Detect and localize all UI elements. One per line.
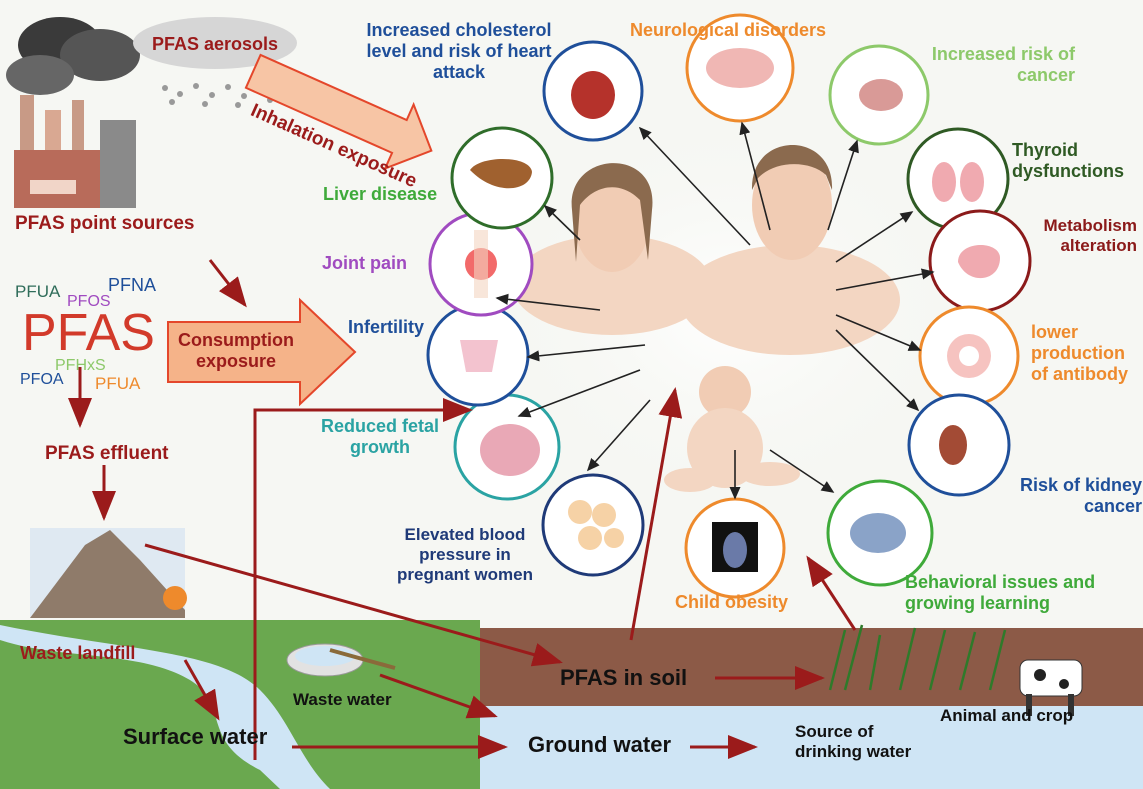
pfas-big-label: PFAS	[22, 303, 155, 364]
cancer-risk-label: Increased risk of cancer	[895, 44, 1075, 86]
compound-pfua-2: PFUA	[95, 374, 140, 394]
liver-icon	[452, 128, 552, 228]
waste-water-label: Waste water	[293, 690, 392, 710]
joint-pain-label: Joint pain	[322, 253, 407, 274]
infertility-label: Infertility	[348, 317, 424, 338]
antibody-label: lower production of antibody	[1031, 322, 1139, 386]
waste-landfill-label: Waste landfill	[20, 643, 135, 664]
pfas-effluent-label: PFAS effluent	[45, 443, 169, 465]
child-obesity-label: Child obesity	[675, 592, 788, 613]
reproductive-organ-icon	[428, 305, 528, 405]
child-brain-icon	[828, 481, 932, 585]
liver-disease-label: Liver disease	[323, 184, 437, 205]
landfill-icon	[30, 528, 187, 618]
pfas-in-soil-label: PFAS in soil	[560, 665, 687, 691]
obesity-icon	[686, 499, 784, 597]
compound-pfna: PFNA	[108, 275, 156, 296]
cholesterol-label: Increased cholesterol level and risk of …	[348, 20, 570, 84]
neurological-label: Neurological disorders	[630, 20, 826, 41]
pfas-point-sources-label: PFAS point sources	[15, 213, 194, 235]
fetus-icon	[455, 395, 559, 499]
drinking-water-label: Source of drinking water	[795, 722, 945, 762]
blood-pressure-label: Elevated blood pressure in pregnant wome…	[395, 525, 535, 585]
compound-pfua-1: PFUA	[15, 282, 60, 302]
ground-water-label: Ground water	[528, 732, 671, 758]
kidney-cancer-label: Risk of kidney cancer	[992, 475, 1142, 517]
compound-pfoa: PFOA	[20, 371, 64, 390]
blood-cells-icon	[543, 475, 643, 575]
metabolism-label: Metabolism alteration	[1005, 216, 1137, 256]
thyroid-label: Thyroid dysfunctions	[1012, 140, 1132, 182]
antibody-cell-icon	[920, 307, 1018, 405]
factory-icon	[6, 17, 140, 208]
pfas-aerosols-label: PFAS aerosols	[152, 34, 278, 55]
behavioral-label: Behavioral issues and growing learning	[905, 572, 1137, 614]
consumption-exposure-label: Consumption exposure	[172, 330, 300, 372]
fetal-growth-label: Reduced fetal growth	[300, 416, 460, 458]
animal-crop-label: Animal and crop	[940, 706, 1073, 726]
surface-water-label: Surface water	[123, 724, 267, 750]
